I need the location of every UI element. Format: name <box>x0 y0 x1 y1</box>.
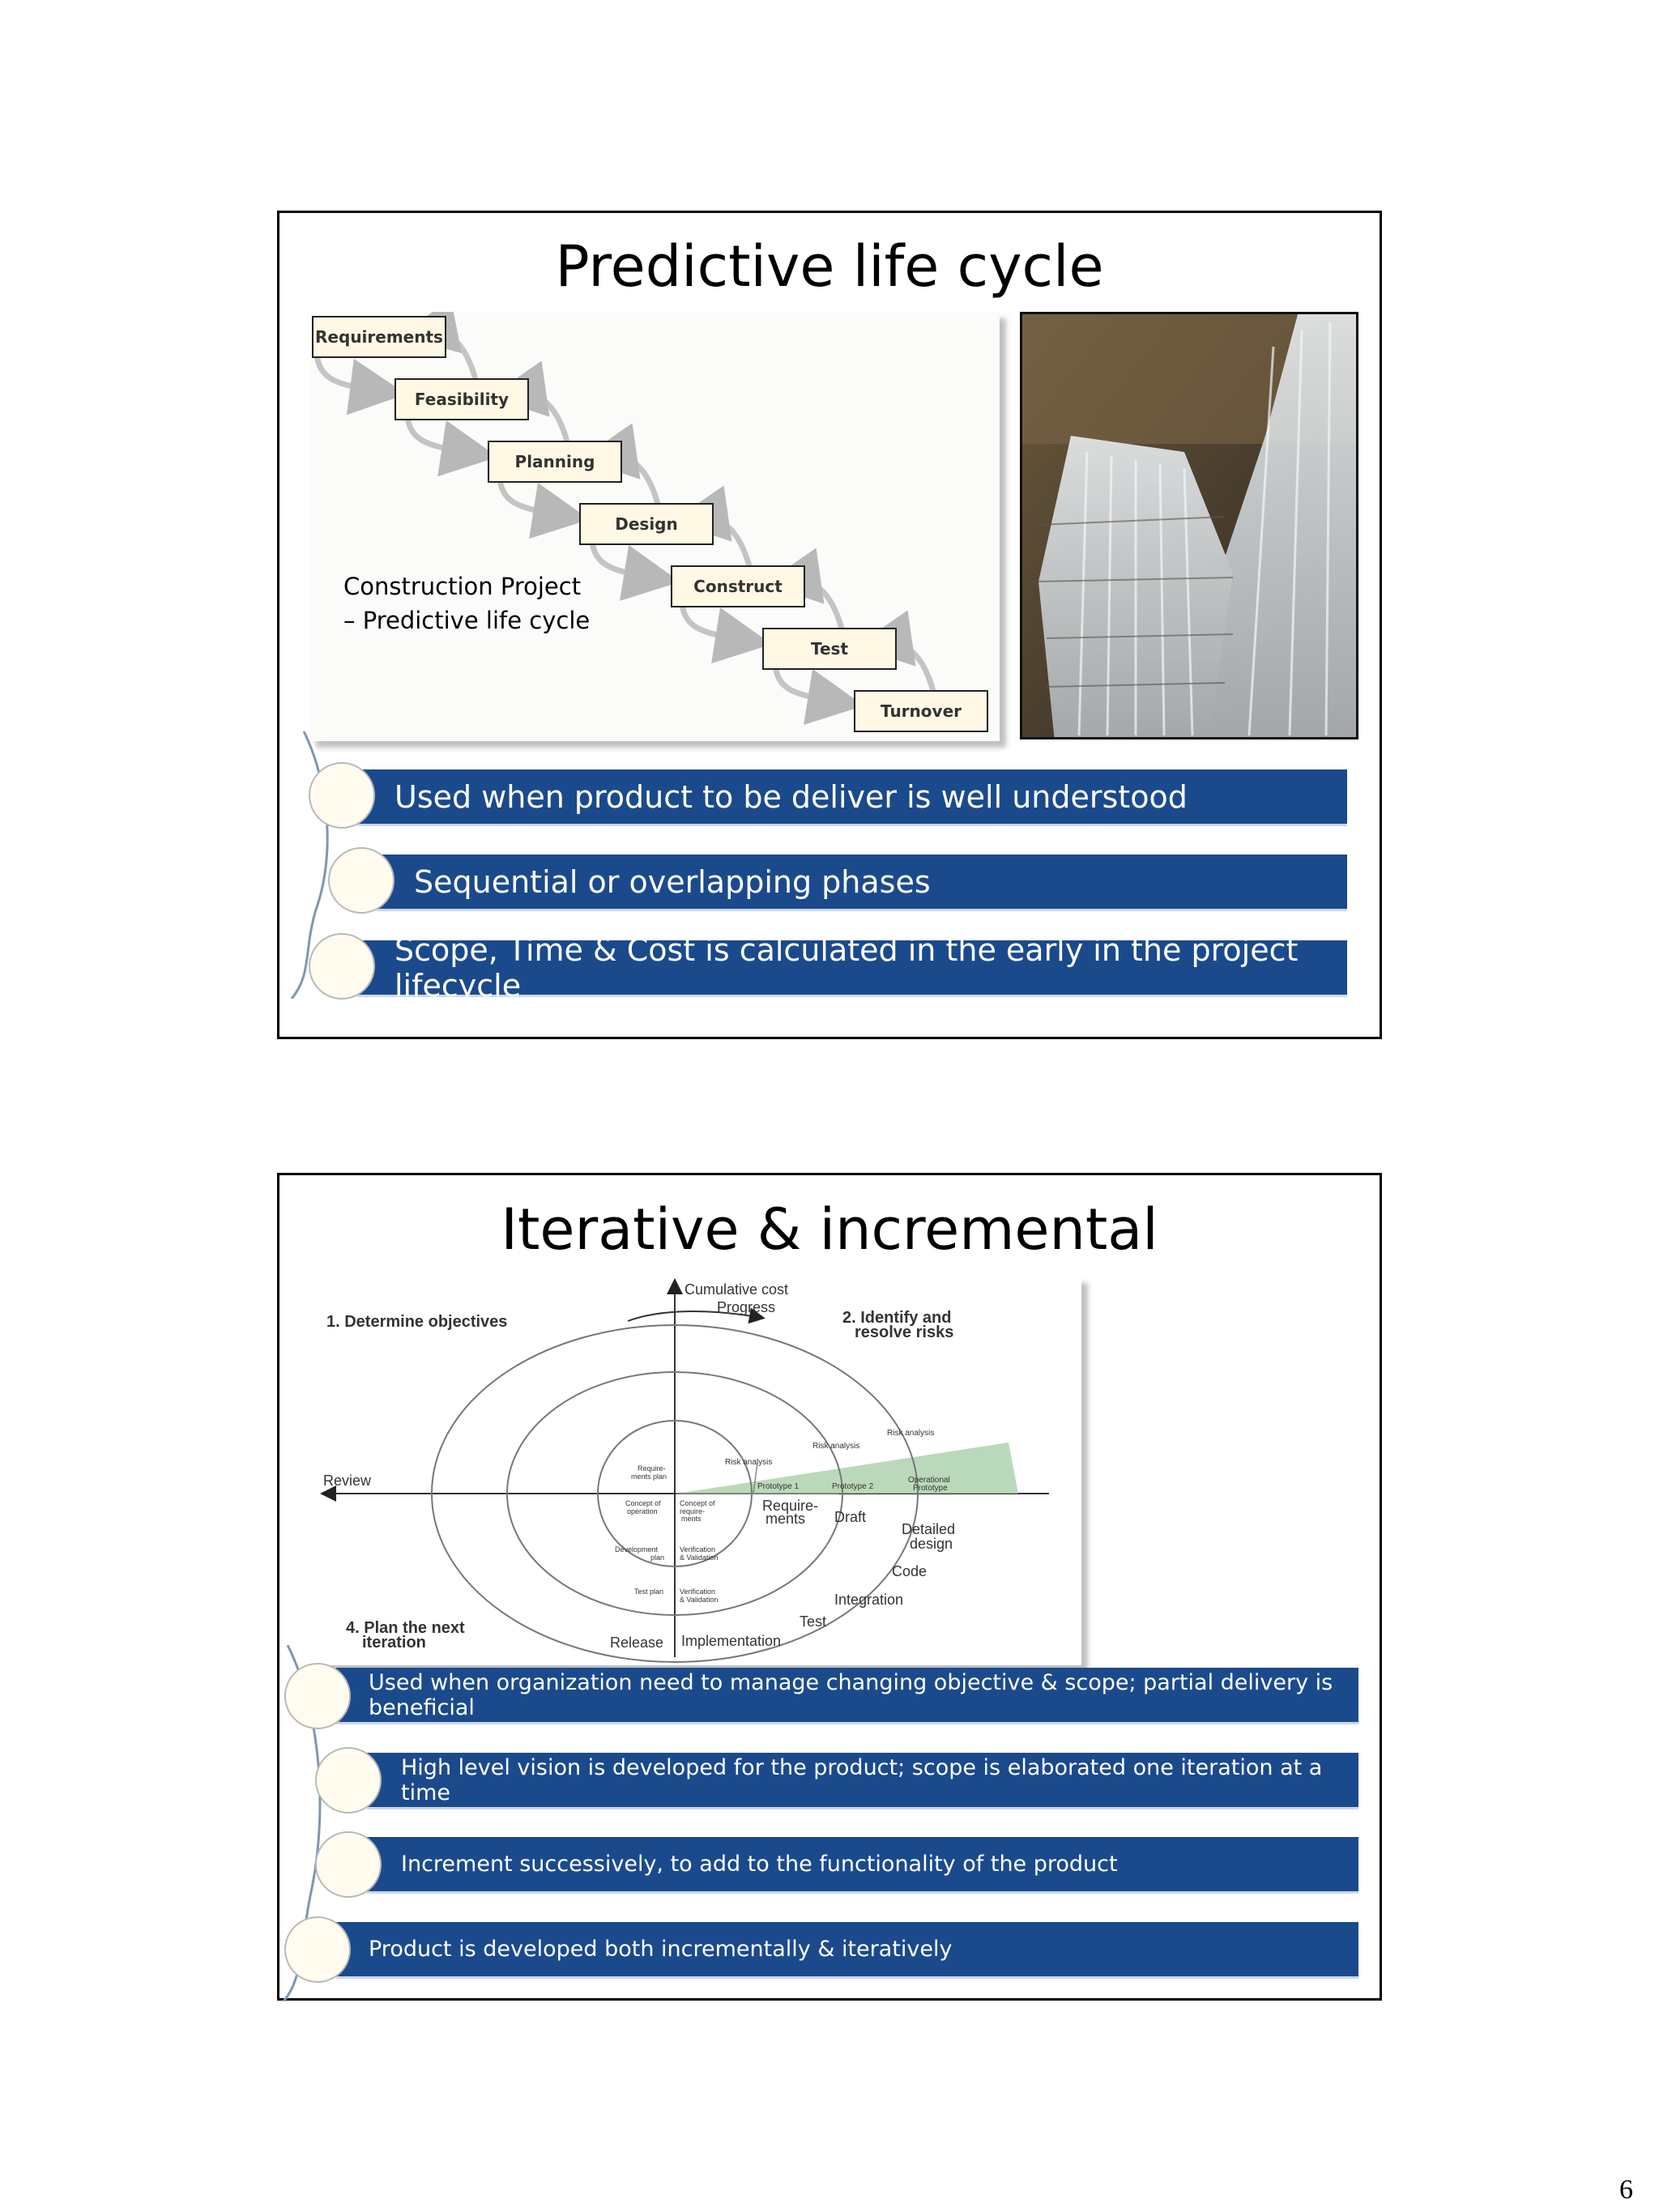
concept-operation-line-2: operation <box>627 1507 658 1515</box>
phase-construct: Construct <box>671 565 805 607</box>
concept-requirements-line-1: Concept of <box>680 1499 715 1507</box>
slide-title: Predictive life cycle <box>555 233 1104 300</box>
risk-analysis-3: Risk analysis <box>887 1429 934 1438</box>
bullet-3-text: Scope, Time & Cost is calculated in the … <box>394 931 1299 1004</box>
bullet-2: High level vision is developed for the p… <box>367 1753 1358 1809</box>
requirements-line-1: Require- <box>762 1498 818 1514</box>
waterfall-photo <box>1020 312 1358 739</box>
bullet-1-text: Used when organization need to manage ch… <box>369 1669 1333 1720</box>
concept-requirements-line-3: ments <box>681 1515 702 1523</box>
bullet-1-circle <box>284 1663 351 1729</box>
bullet-1: Used when product to be deliver is well … <box>357 769 1347 826</box>
bullet-3: Increment successively, to add to the fu… <box>367 1837 1358 1894</box>
quadrant-4-line-1: 4. Plan the next <box>346 1619 465 1637</box>
slide-iterative-incremental: Iterative & incremental <box>277 1173 1382 2001</box>
bullet-2: Sequential or overlapping phases <box>377 855 1347 911</box>
development-plan-line-1: Development <box>615 1545 659 1554</box>
operational-prototype-line-2: Prototype <box>913 1484 948 1493</box>
draft-label: Draft <box>834 1509 866 1525</box>
slide-predictive-life-cycle: Predictive life cycle <box>277 211 1382 1039</box>
code-label: Code <box>892 1563 927 1579</box>
concept-requirements-line-2: require- <box>680 1507 705 1515</box>
risk-analysis-2: Risk analysis <box>812 1442 859 1451</box>
bullet-2-circle <box>328 847 394 914</box>
bullet-1-circle <box>309 762 375 829</box>
bullet-1: Used when organization need to manage ch… <box>336 1668 1358 1724</box>
requirements-plan-line-1: Require- <box>638 1464 666 1473</box>
page-number: 6 <box>1619 2175 1633 2205</box>
review-label: Review <box>323 1473 372 1489</box>
verification-1-line-1: Verification <box>680 1545 715 1554</box>
operational-prototype-line-1: Operational <box>908 1476 950 1485</box>
requirements-line-2: ments <box>766 1511 805 1527</box>
verification-2-line-2: & Validation <box>680 1596 718 1604</box>
bullet-3: Scope, Time & Cost is calculated in the … <box>357 932 1347 1004</box>
phase-planning: Planning <box>488 441 622 483</box>
requirements-plan-line-2: ments plan <box>631 1473 667 1481</box>
bullet-3-circle <box>309 933 375 999</box>
test-label: Test <box>800 1613 826 1630</box>
verification-1-line-2: & Validation <box>680 1554 718 1562</box>
quadrant-1-label: 1. Determine objectives <box>326 1313 507 1331</box>
spiral-diagram: Cumulative cost Progress 1. Determine ob… <box>304 1276 1081 1665</box>
quadrant-2-line-1: 2. Identify and <box>842 1309 951 1327</box>
bullet-2-text: Sequential or overlapping phases <box>414 863 931 900</box>
bullet-4: Product is developed both incrementally … <box>336 1922 1358 1979</box>
prototype-2-label: Prototype 2 <box>832 1482 874 1491</box>
bullet-1-text: Used when product to be deliver is well … <box>394 778 1188 815</box>
bullet-3-text: Increment successively, to add to the fu… <box>401 1852 1118 1877</box>
phase-design: Design <box>579 503 714 545</box>
quadrant-2-line-2: resolve risks <box>855 1323 953 1341</box>
bullet-2-text: High level vision is developed for the p… <box>401 1754 1323 1805</box>
slide-title: Iterative & incremental <box>501 1196 1158 1263</box>
bullet-4-circle <box>284 1916 351 1983</box>
risk-analysis-1: Risk analysis <box>725 1458 772 1467</box>
concept-operation-line-1: Concept of <box>625 1499 661 1507</box>
verification-2-line-1: Verification <box>680 1588 715 1596</box>
bullet-3-circle <box>315 1831 382 1898</box>
detailed-design-line-1: Detailed <box>902 1521 955 1537</box>
diagram-caption: Construction Project – Predictive life c… <box>343 569 590 637</box>
spiral-svg: Cumulative cost Progress 1. Determine ob… <box>320 1278 1049 1663</box>
phase-feasibility: Feasibility <box>394 378 529 420</box>
progress-label: Progress <box>717 1299 775 1315</box>
development-plan-line-2: plan <box>650 1554 664 1562</box>
bullet-2-circle <box>315 1747 382 1813</box>
release-label: Release <box>610 1634 663 1651</box>
phase-test: Test <box>762 628 897 670</box>
implementation-label: Implementation <box>681 1633 781 1649</box>
integration-label: Integration <box>834 1592 903 1608</box>
prototype-1-label: Prototype 1 <box>757 1482 800 1491</box>
bullet-4-text: Product is developed both incrementally … <box>369 1937 953 1962</box>
phase-turnover: Turnover <box>854 690 988 732</box>
phase-requirements: Requirements <box>312 316 446 358</box>
cumulative-cost-label: Cumulative cost <box>684 1281 788 1298</box>
caption-line-2: – Predictive life cycle <box>343 607 591 634</box>
caption-line-1: Construction Project <box>343 573 582 600</box>
waterfall-diagram: Requirements Feasibility Planning Design… <box>309 312 1000 741</box>
quadrant-4-line-2: iteration <box>362 1634 426 1652</box>
test-plan-label: Test plan <box>634 1588 663 1596</box>
detailed-design-line-2: design <box>910 1536 953 1552</box>
